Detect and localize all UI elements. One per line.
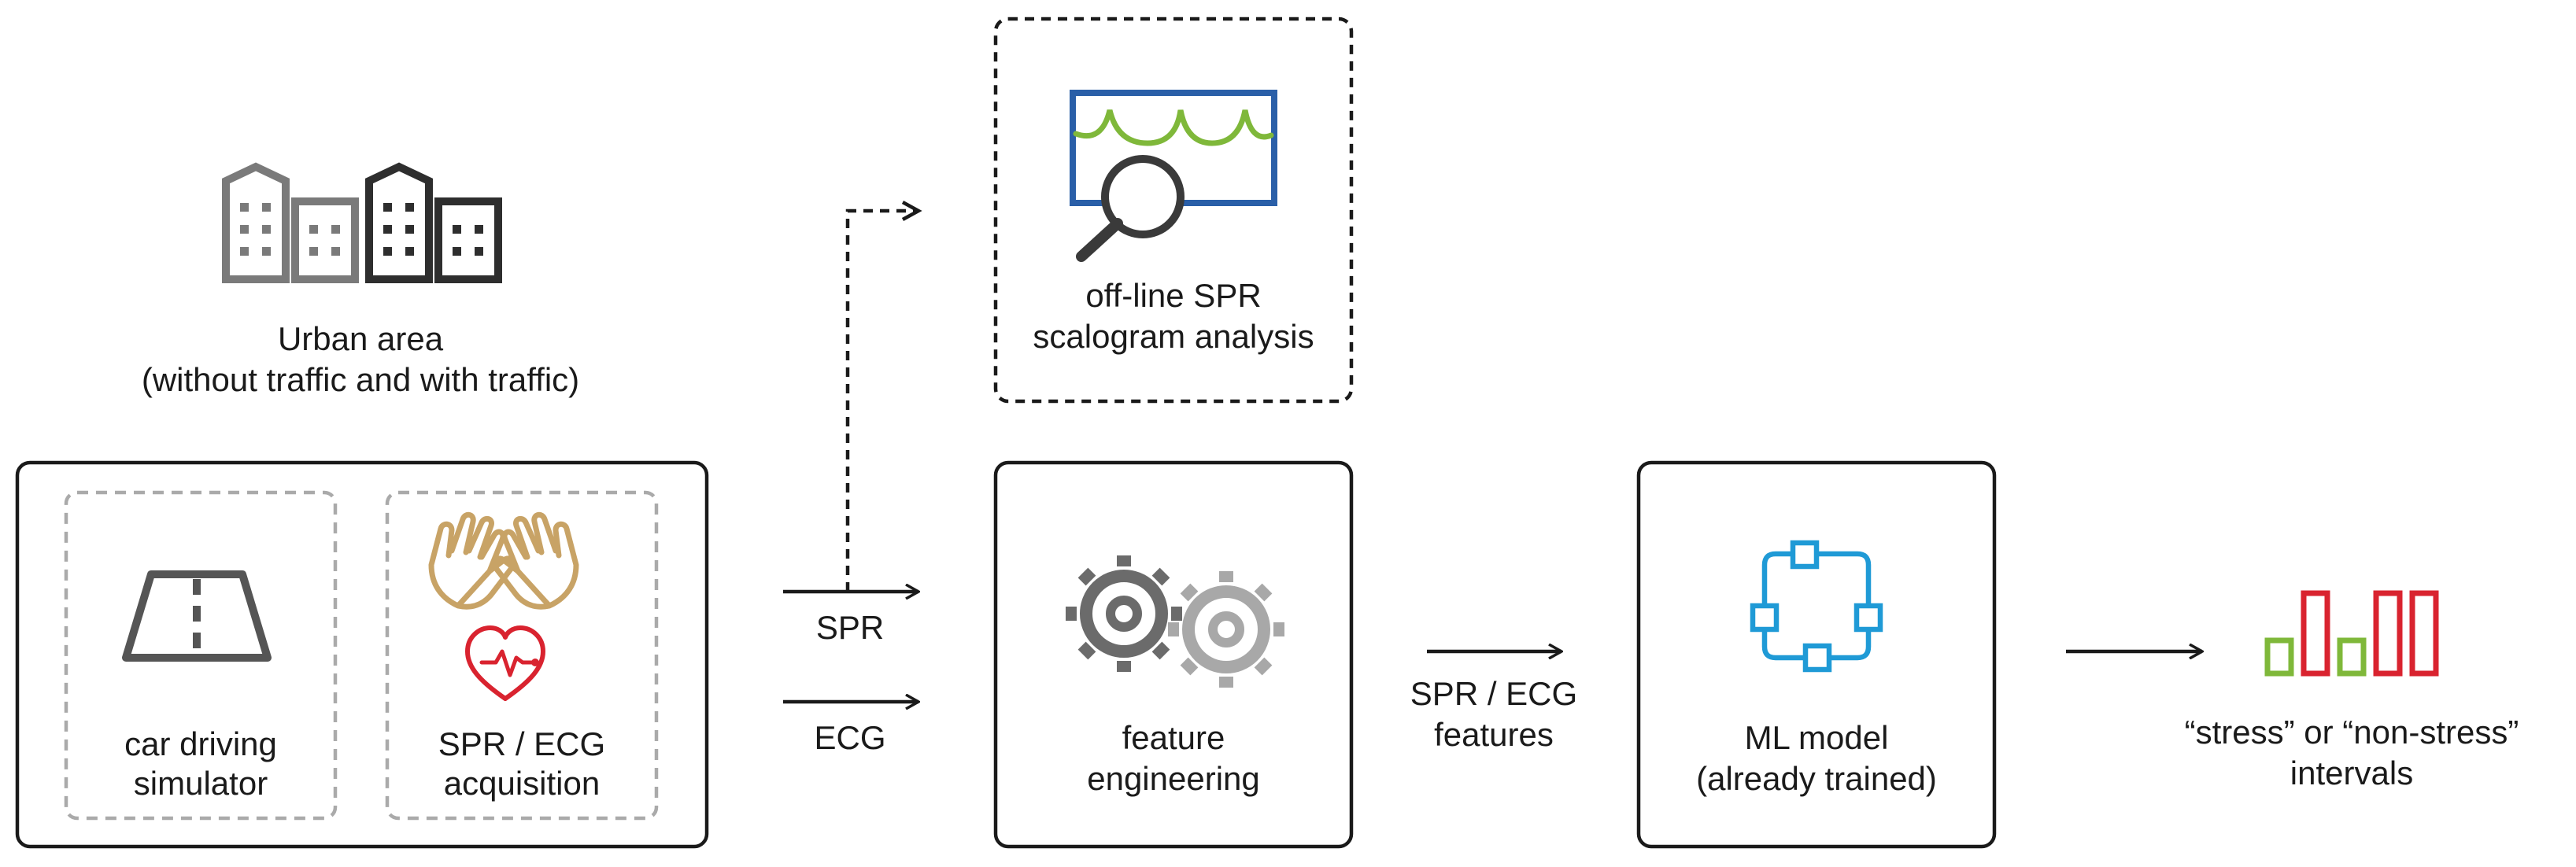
features-label-line2: features [1434,716,1554,753]
offline-branch-line [845,208,915,592]
output-label-line2: intervals [2290,754,2413,791]
interval-bar-5 [2409,590,2439,677]
simulator-label-line1: car driving [124,725,277,762]
ml-model-label-line1: ML model [1745,719,1889,756]
urban-area-subtitle: (without traffic and with traffic) [142,361,579,398]
acquisition-label-line2: acquisition [444,765,600,802]
interval-bar-3 [2337,637,2367,677]
buildings-icon [222,162,502,283]
ml-model-label-line2: (already trained) [1696,760,1937,797]
acquisition-panel [385,490,659,821]
features-label-line1: SPR / ECG [1410,675,1577,712]
simulator-panel [64,490,338,821]
interval-bar-4 [2373,590,2403,677]
output-label-line1: “stress” or “non-stress” [2185,714,2519,751]
feature-label-line2: engineering [1087,760,1260,797]
gears-icon [1066,555,1284,688]
feature-label-line1: feature [1122,719,1225,756]
interval-bar-1 [2264,637,2294,677]
offline-label-line1: off-line SPR [1085,277,1261,314]
ml-network-icon [1750,540,1883,673]
ecg-label: ECG [814,719,885,756]
offline-label-line2: scalogram analysis [1033,318,1314,355]
hands-icon [428,511,579,610]
road-icon [122,570,272,662]
ml-model-box [1636,460,1997,849]
heart-ecg-icon [465,625,545,701]
bar-chart-icon [2264,590,2439,677]
urban-area-title: Urban area [278,320,444,357]
setup-box [15,460,709,849]
interval-bar-2 [2301,590,2330,677]
scalogram-magnifier-icon [1070,90,1277,262]
acquisition-label-line1: SPR / ECG [438,725,605,762]
feature-engineering-box [993,460,1354,849]
spr-label: SPR [816,609,884,646]
simulator-label-line2: simulator [134,765,268,802]
offline-branch-arrowhead [901,201,922,221]
offline-analysis-box [993,17,1354,404]
